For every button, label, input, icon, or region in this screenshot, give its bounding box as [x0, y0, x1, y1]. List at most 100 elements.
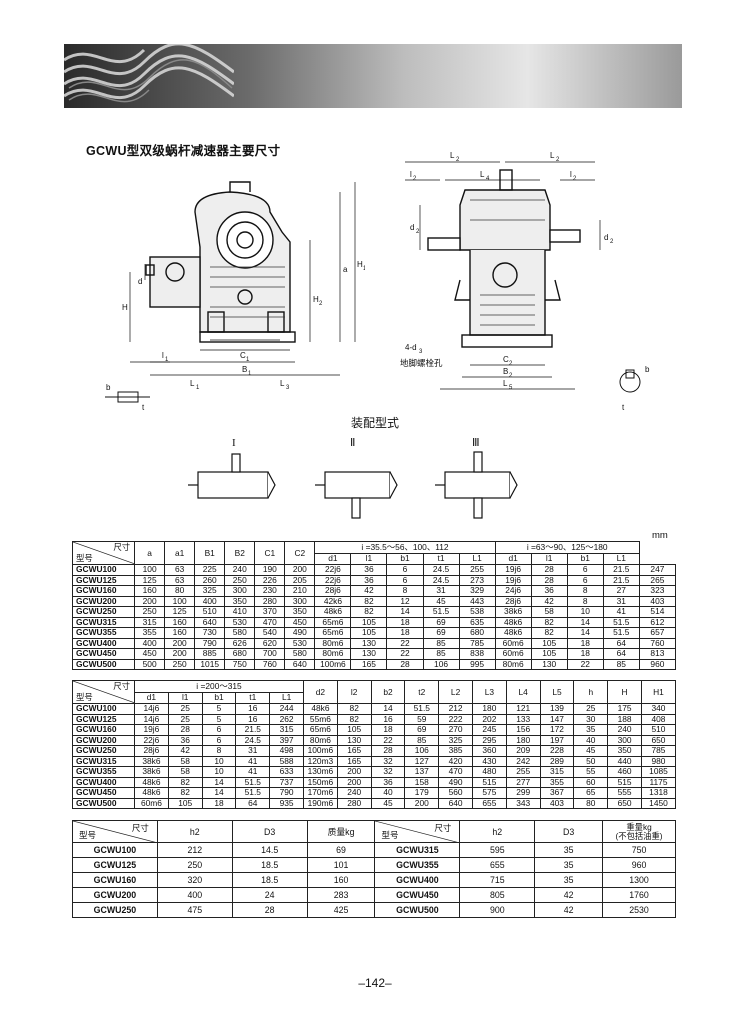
table-cell: 85	[422, 648, 460, 660]
table-cell: 640	[194, 616, 226, 628]
table-cell: 280	[254, 595, 286, 607]
table-cell: 80m6	[303, 734, 338, 746]
table-cell: 80m6	[314, 648, 352, 660]
table-cell: 750	[224, 658, 256, 670]
table-cell: 28j6	[134, 745, 169, 757]
table-cell: 42	[167, 745, 203, 757]
svg-text:4-d: 4-d	[405, 343, 417, 352]
svg-text:2: 2	[610, 239, 614, 245]
table-cell: 80	[573, 797, 609, 809]
dimensions-table-1: 尺寸 型号 a a1 B1 B2 C1 C2 i =35.5～56、100、11…	[71, 541, 677, 670]
table-cell: 273	[458, 574, 496, 586]
table-cell: 650	[607, 797, 642, 809]
table-cell: 240	[336, 787, 372, 799]
table-cell: 59	[404, 713, 440, 725]
table-cell: 18	[201, 797, 237, 809]
table-cell: 48k6	[494, 616, 532, 628]
svg-text:a: a	[343, 265, 348, 274]
table-cell: 22j6	[314, 564, 352, 576]
model-name: GCWU200	[71, 595, 136, 607]
table-cell: 355	[134, 627, 166, 639]
table-cell: 325	[194, 585, 226, 597]
table-cell: 450	[284, 616, 316, 628]
table-cell: 785	[640, 745, 677, 757]
svg-text:l: l	[570, 170, 572, 179]
svg-text:L: L	[450, 151, 455, 160]
svg-text:2: 2	[456, 157, 460, 163]
table-cell: 65	[573, 787, 609, 799]
table-cell: 82	[350, 595, 388, 607]
table-cell: 64	[235, 797, 271, 809]
table-cell: 790	[269, 787, 304, 799]
svg-text:1: 1	[246, 357, 250, 363]
table-cell: 25	[167, 703, 203, 715]
table2-col-d2: d2	[303, 680, 338, 704]
table-cell: 82	[530, 627, 568, 639]
table-cell: 2530	[602, 902, 676, 918]
model-name: GCWU100	[71, 564, 136, 576]
table-cell: 200	[164, 637, 196, 649]
table-cell: 247	[638, 564, 677, 576]
svg-text:t: t	[622, 403, 625, 412]
table-cell: 82	[167, 787, 203, 799]
table1-col-a1: a1	[164, 541, 196, 565]
table-cell: 105	[530, 637, 568, 649]
model-name: GCWU200	[72, 887, 158, 903]
table-cell: 510	[194, 606, 226, 618]
table-cell: 6	[386, 564, 424, 576]
model-name: GCWU500	[71, 797, 136, 809]
table-cell: 25	[573, 703, 609, 715]
model-name: GCWU250	[71, 606, 136, 618]
table-cell: 315	[134, 616, 166, 628]
table-cell: 35	[534, 872, 604, 888]
table-cell: 657	[638, 627, 677, 639]
table-cell: 5	[201, 713, 237, 725]
table1-subcol: d1	[314, 552, 352, 565]
table-cell: 160	[164, 616, 196, 628]
table-cell: 620	[254, 637, 286, 649]
table-cell: 460	[607, 766, 642, 778]
table-cell: 58	[167, 755, 203, 767]
table-cell: 12	[386, 595, 424, 607]
model-name: GCWU250	[71, 745, 136, 757]
table-cell: 212	[438, 703, 473, 715]
table-cell: 51.5	[602, 616, 640, 628]
model-name: GCWU400	[374, 872, 461, 888]
table-cell: 250	[164, 658, 196, 670]
svg-text:1: 1	[165, 357, 169, 363]
table-cell: 51.5	[404, 703, 440, 715]
svg-text:d: d	[604, 233, 608, 242]
table-cell: 60m6	[134, 797, 169, 809]
table-cell: 38k6	[134, 766, 169, 778]
table-cell: 1175	[640, 776, 677, 788]
table-cell: 21.5	[602, 564, 640, 576]
svg-text:2: 2	[573, 176, 577, 182]
table-cell: 283	[306, 887, 376, 903]
table1-subcol: d1	[494, 552, 532, 565]
table-cell: 8	[566, 595, 604, 607]
table-cell: 65m6	[303, 724, 338, 736]
table-cell: 300	[607, 734, 642, 746]
table-cell: 16	[370, 713, 406, 725]
table-cell: 240	[224, 564, 256, 576]
table-cell: 160	[134, 585, 166, 597]
table-cell: 85	[404, 734, 440, 746]
table-cell: 65m6	[314, 616, 352, 628]
table1-group1: i =35.5～56、100、112	[314, 541, 496, 554]
table-cell: 1318	[640, 787, 677, 799]
table2-col-H: H	[607, 680, 642, 704]
table-cell: 42	[350, 585, 388, 597]
table-cell: 1300	[602, 872, 676, 888]
table-cell: 612	[638, 616, 677, 628]
table-cell: 385	[438, 745, 473, 757]
table-cell: 165	[336, 755, 372, 767]
table-cell: 6	[566, 574, 604, 586]
table-cell: 165	[336, 745, 372, 757]
table1-corner: 尺寸 型号	[71, 541, 136, 565]
